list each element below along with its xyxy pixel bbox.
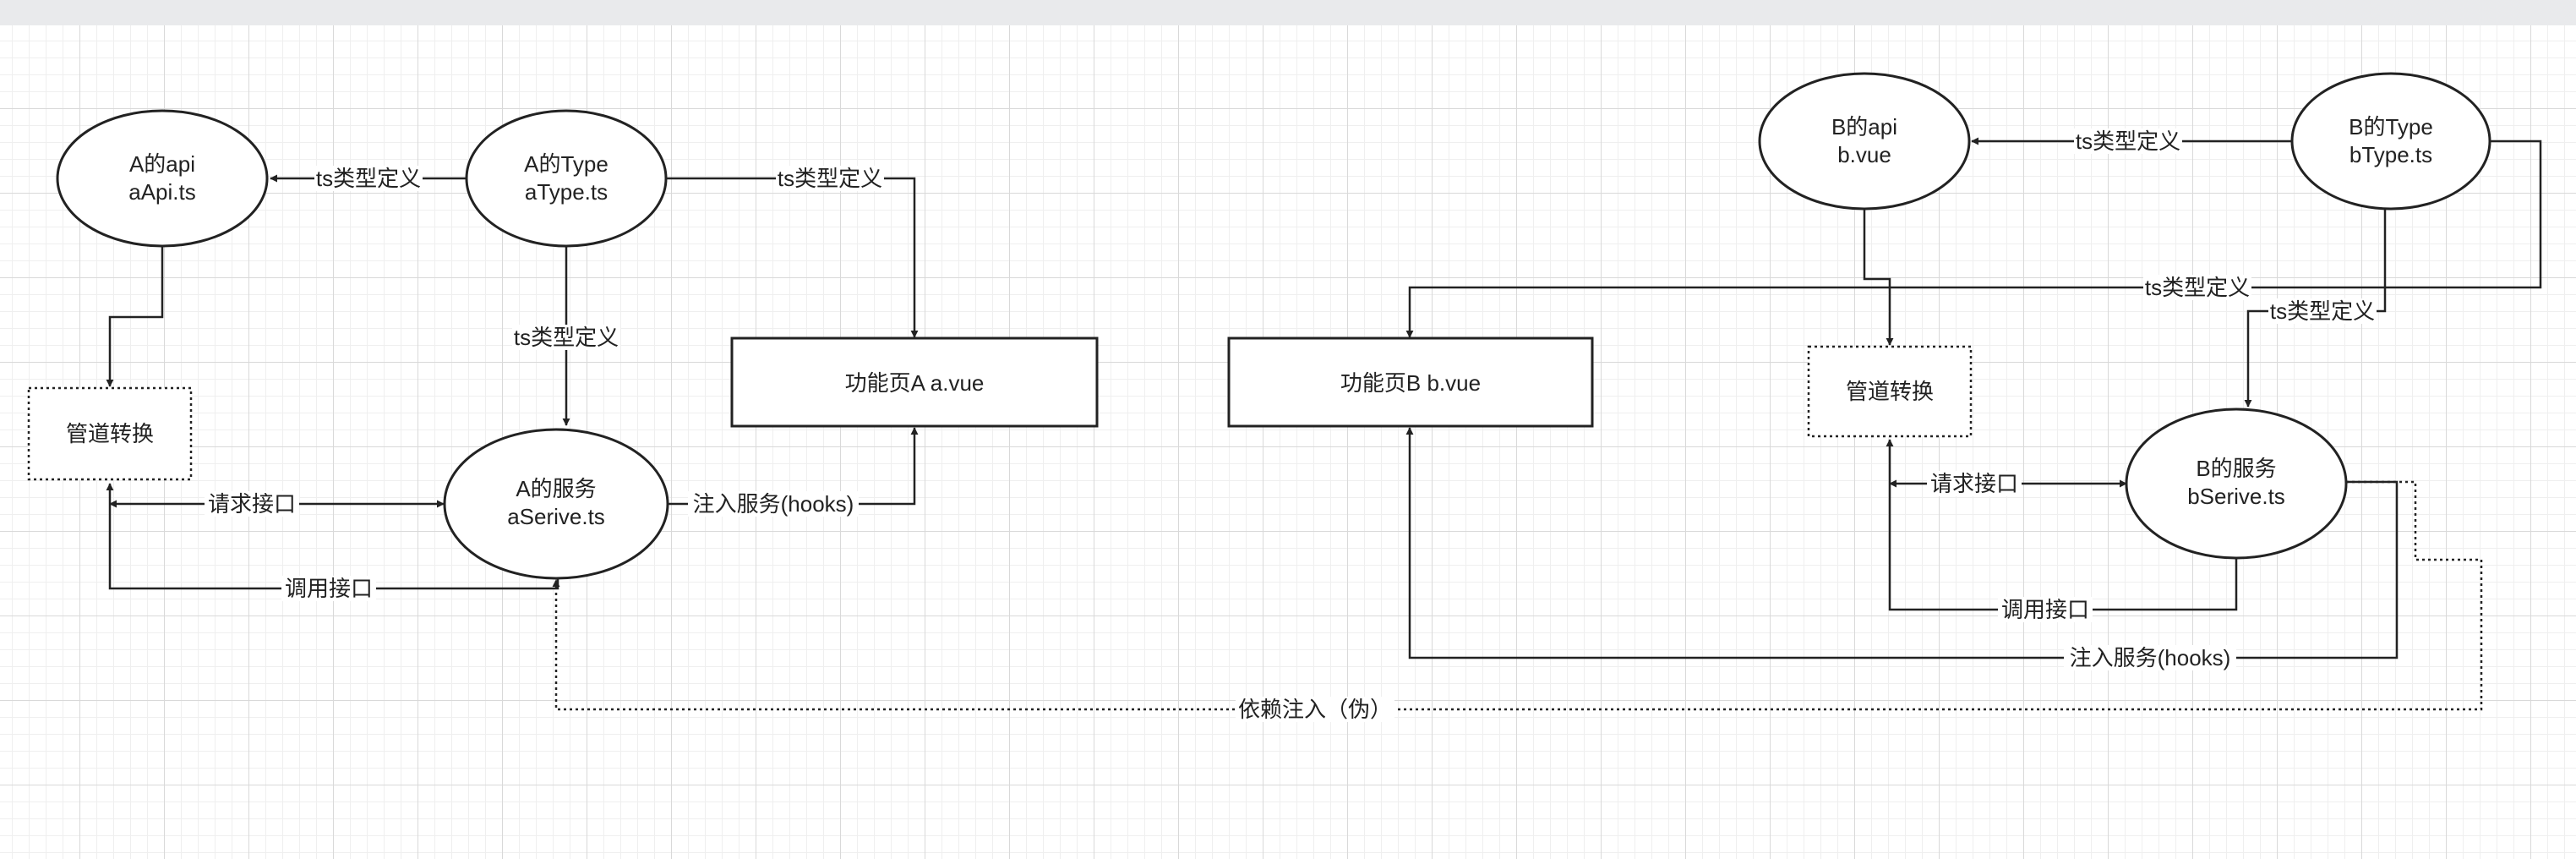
svg-text:ts类型定义: ts类型定义 [316, 166, 421, 191]
svg-text:ts类型定义: ts类型定义 [2145, 275, 2250, 300]
svg-text:注入服务(hooks): 注入服务(hooks) [693, 491, 854, 517]
edge-b-api-to-pipe [1863, 208, 1894, 346]
svg-text:aApi.ts: aApi.ts [128, 179, 196, 205]
svg-text:b.vue: b.vue [1837, 142, 1891, 167]
svg-text:ts类型定义: ts类型定义 [778, 166, 882, 191]
node-a-pipe[interactable]: 管道转换 [27, 386, 193, 481]
node-b-pipe[interactable]: 管道转换 [1807, 345, 1973, 438]
node-a-api[interactable]: A的api aApi.ts [56, 109, 269, 248]
label-b-type-to-service: ts类型定义 [2268, 298, 2377, 324]
node-b-service[interactable]: B的服务 bSerive.ts [2125, 408, 2348, 560]
label-b-call: 调用接口 [1998, 597, 2093, 622]
svg-text:管道转换: 管道转换 [1846, 379, 1934, 404]
svg-text:ts类型定义: ts类型定义 [514, 325, 619, 350]
node-b-api[interactable]: B的api b.vue [1758, 72, 1971, 211]
svg-text:B的Type: B的Type [2349, 114, 2433, 140]
svg-text:功能页A a.vue: 功能页A a.vue [845, 370, 985, 396]
svg-text:B的服务: B的服务 [2196, 456, 2276, 481]
label-a-inject: 注入服务(hooks) [688, 491, 859, 517]
label-a-type-to-service: ts类型定义 [512, 325, 620, 350]
label-b-request: 请求接口 [1927, 471, 2022, 496]
edge-a-api-to-pipe [106, 245, 164, 387]
label-b-inject: 注入服务(hooks) [2064, 645, 2236, 670]
label-b-type-to-api: ts类型定义 [2074, 129, 2182, 154]
svg-text:依赖注入（伪）: 依赖注入（伪） [1238, 697, 1392, 722]
label-a-type-to-page: ts类型定义 [776, 166, 884, 191]
svg-text:A的服务: A的服务 [516, 476, 596, 501]
node-b-page[interactable]: 功能页B b.vue [1227, 336, 1594, 428]
label-a-call: 调用接口 [281, 576, 376, 601]
svg-text:aSerive.ts: aSerive.ts [507, 504, 605, 529]
svg-text:bType.ts: bType.ts [2350, 142, 2432, 167]
svg-text:A的Type: A的Type [524, 151, 609, 177]
svg-text:ts类型定义: ts类型定义 [2270, 298, 2375, 324]
svg-text:调用接口: 调用接口 [285, 576, 373, 601]
svg-text:注入服务(hooks): 注入服务(hooks) [2070, 645, 2231, 670]
edge-a-type-to-page [666, 177, 919, 338]
svg-text:请求接口: 请求接口 [208, 491, 296, 517]
svg-text:调用接口: 调用接口 [2001, 597, 2089, 622]
svg-text:A的api: A的api [129, 151, 195, 177]
svg-text:ts类型定义: ts类型定义 [2076, 129, 2180, 154]
svg-text:请求接口: 请求接口 [1930, 471, 2018, 496]
node-a-type[interactable]: A的Type aType.ts [465, 109, 668, 248]
svg-text:B的api: B的api [1831, 114, 1897, 140]
node-b-type[interactable]: B的Type bType.ts [2290, 72, 2491, 211]
svg-text:功能页B b.vue: 功能页B b.vue [1340, 370, 1481, 396]
top-toolbar-strip [0, 0, 2576, 25]
node-a-page[interactable]: 功能页A a.vue [730, 336, 1099, 428]
svg-text:管道转换: 管道转换 [66, 421, 154, 446]
svg-text:aType.ts: aType.ts [525, 179, 608, 205]
node-a-service[interactable]: A的服务 aSerive.ts [443, 428, 669, 580]
label-pseudo-di: 依赖注入（伪） [1236, 697, 1394, 722]
svg-text:bSerive.ts: bSerive.ts [2187, 484, 2285, 509]
label-b-type-to-page: ts类型定义 [2143, 275, 2251, 300]
edge-pseudo-di [552, 480, 2483, 711]
label-a-type-to-api: ts类型定义 [314, 166, 423, 191]
label-a-request: 请求接口 [205, 491, 299, 517]
edge-b-type-to-page [1405, 140, 2542, 338]
